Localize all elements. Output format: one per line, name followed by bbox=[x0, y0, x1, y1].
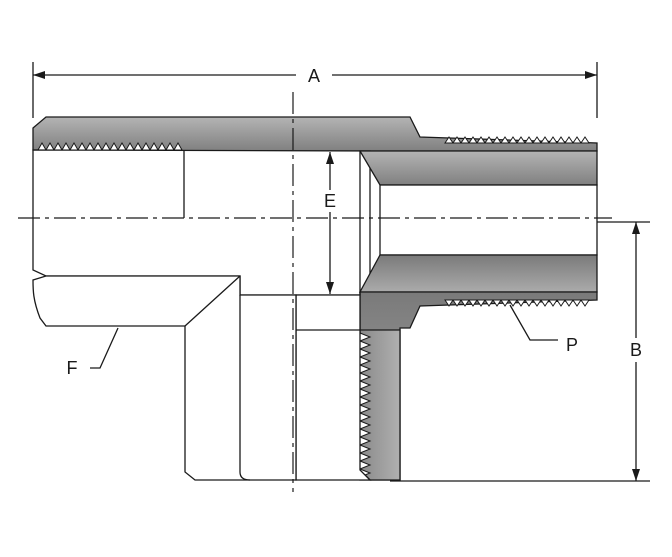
thread-tooth bbox=[492, 136, 502, 144]
thread-tooth bbox=[580, 299, 590, 307]
dimension-a bbox=[32, 62, 598, 118]
thread-tooth bbox=[476, 136, 486, 144]
thread-tooth bbox=[580, 136, 590, 144]
dimension-e bbox=[326, 152, 334, 294]
thread-tooth bbox=[452, 136, 462, 144]
interior-bore bbox=[32, 149, 371, 296]
thread-tooth bbox=[556, 299, 566, 307]
thread-tooth bbox=[524, 299, 534, 307]
thread-tooth bbox=[516, 299, 526, 307]
upper-section-wall bbox=[32, 116, 598, 152]
dimension-b bbox=[390, 221, 650, 482]
male-thread-teeth-bottom bbox=[444, 299, 590, 307]
female-end-label: F bbox=[67, 358, 78, 378]
bore-edges bbox=[183, 151, 361, 295]
male-thread-teeth-top bbox=[444, 136, 590, 144]
thread-tooth bbox=[444, 299, 454, 307]
thread-tooth bbox=[452, 299, 462, 307]
thread-tooth bbox=[556, 136, 566, 144]
thread-tooth bbox=[468, 136, 478, 144]
leader-p bbox=[509, 304, 558, 341]
reducer-cone-upper bbox=[358, 150, 598, 186]
thread-tooth bbox=[564, 299, 574, 307]
thread-tooth bbox=[508, 299, 518, 307]
thread-tooth bbox=[540, 136, 550, 144]
male-end-label: P bbox=[566, 335, 578, 355]
centerlines bbox=[18, 92, 612, 492]
thread-tooth bbox=[572, 136, 582, 144]
dimension-e-label: E bbox=[324, 191, 336, 211]
thread-tooth bbox=[484, 299, 494, 307]
thread-tooth bbox=[444, 136, 454, 144]
reducer-bore bbox=[379, 184, 598, 256]
thread-tooth bbox=[532, 136, 542, 144]
dimension-b-label: B bbox=[630, 340, 642, 360]
thread-tooth bbox=[484, 136, 494, 144]
leader-f bbox=[90, 327, 119, 369]
thread-tooth bbox=[516, 136, 526, 144]
thread-tooth bbox=[508, 136, 518, 144]
thread-tooth bbox=[548, 136, 558, 144]
thread-tooth bbox=[460, 136, 470, 144]
branch-bore bbox=[295, 294, 372, 481]
thread-tooth bbox=[524, 136, 534, 144]
thread-tooth bbox=[532, 299, 542, 307]
thread-tooth bbox=[476, 299, 486, 307]
outer-body bbox=[32, 275, 297, 481]
thread-tooth bbox=[460, 299, 470, 307]
dimension-a-label: A bbox=[308, 66, 320, 86]
thread-tooth bbox=[572, 299, 582, 307]
thread-tooth bbox=[468, 299, 478, 307]
thread-tooth bbox=[492, 299, 502, 307]
thread-tooth bbox=[500, 299, 510, 307]
thread-tooth bbox=[500, 136, 510, 144]
thread-tooth bbox=[540, 299, 550, 307]
thread-tooth bbox=[564, 136, 574, 144]
thread-tooth bbox=[548, 299, 558, 307]
reducer-cone-lower bbox=[358, 254, 598, 293]
